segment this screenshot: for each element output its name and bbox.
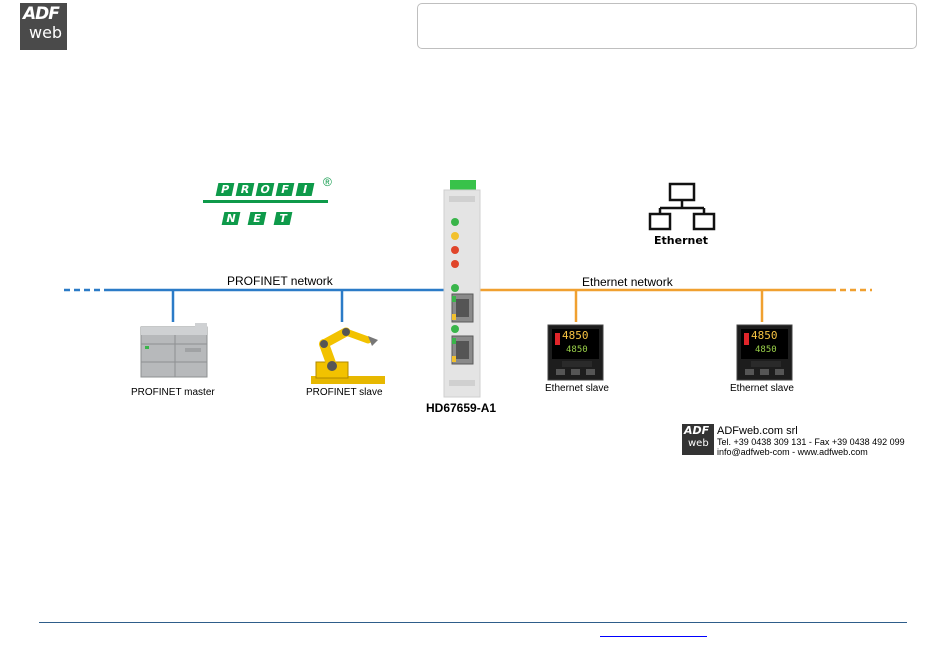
company-logo: ADF web <box>682 424 714 455</box>
profinet-logo-letter: F <box>276 183 295 196</box>
profinet-logo: P R O F I N E T ® <box>203 180 338 232</box>
company-logo-web: web <box>688 438 709 449</box>
device-model-label: HD67659-A1 <box>426 401 496 415</box>
profinet-logo-bar <box>203 200 328 203</box>
company-contact: ADFweb.com srl Tel. +39 0438 309 131 - F… <box>717 425 905 457</box>
plc-image <box>141 323 207 377</box>
slave-1-display-secondary: 4850 <box>566 345 588 355</box>
robot-arm-image <box>311 328 385 384</box>
led-green-3 <box>451 325 459 333</box>
led-yellow <box>451 232 459 240</box>
profinet-logo-letter: N <box>222 212 241 225</box>
profinet-logo-letter: E <box>248 212 267 225</box>
slave-2-display-secondary: 4850 <box>755 345 777 355</box>
led-green-1 <box>451 218 459 226</box>
profinet-master-label: PROFINET master <box>131 387 215 398</box>
slave-1-display: 4850 <box>562 330 589 342</box>
footer-divider <box>39 622 907 623</box>
profinet-logo-letter: R <box>236 183 255 196</box>
ethernet-network-icon <box>650 184 714 229</box>
profinet-logo-letter: O <box>256 183 275 196</box>
profinet-registered-mark: ® <box>323 175 332 189</box>
led-red-1 <box>451 246 459 254</box>
ethernet-slave-2-label: Ethernet slave <box>730 383 794 394</box>
footer-link[interactable] <box>600 626 707 637</box>
profinet-logo-letter: I <box>296 183 315 196</box>
profinet-network-label: PROFINET network <box>227 274 333 288</box>
slave-2-display: 4850 <box>751 330 778 342</box>
ethernet-slave-1-label: Ethernet slave <box>545 383 609 394</box>
led-green-2 <box>451 284 459 292</box>
ethernet-network-label: Ethernet network <box>582 275 673 289</box>
company-phone: Tel. +39 0438 309 131 - Fax +39 0438 492… <box>717 437 905 447</box>
profinet-slave-label: PROFINET slave <box>306 387 383 398</box>
gateway-device <box>444 180 480 397</box>
company-name: ADFweb.com srl <box>717 425 905 437</box>
company-email-web: info@adfweb-com - www.adfweb.com <box>717 447 905 457</box>
led-red-2 <box>451 260 459 268</box>
profinet-logo-letter: P <box>216 183 235 196</box>
company-logo-adf: ADF <box>684 424 709 437</box>
profinet-logo-letter: T <box>274 212 293 225</box>
ethernet-logo-label: Ethernet <box>654 234 708 247</box>
